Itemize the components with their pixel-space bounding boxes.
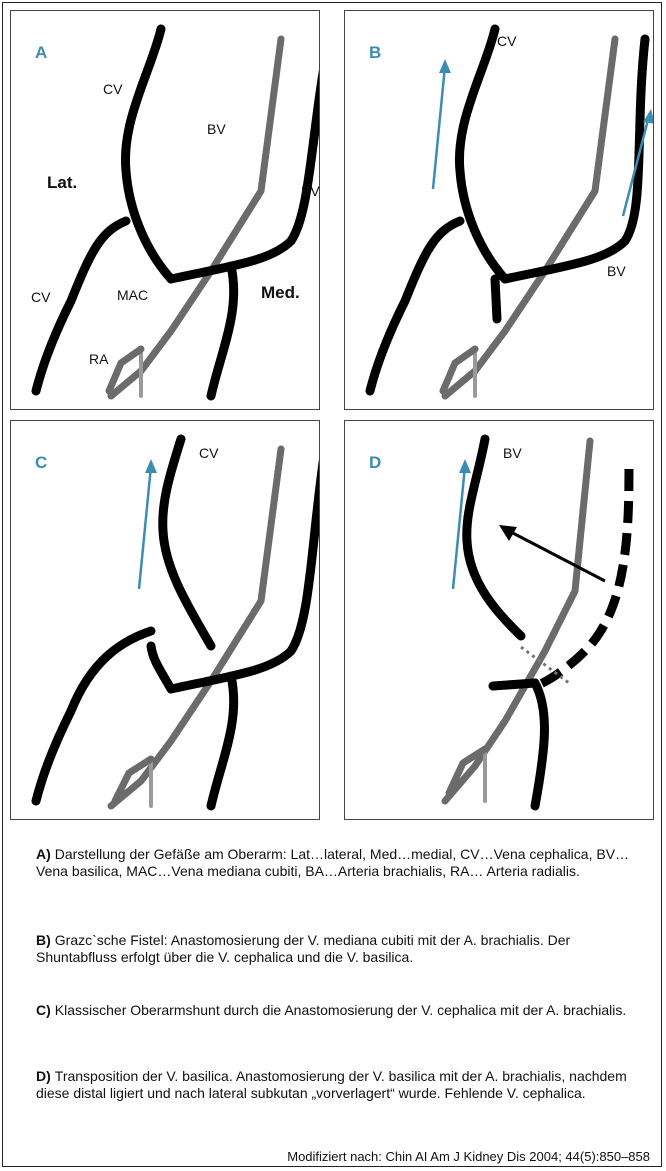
caption-c: C)Klassischer Oberarmshunt durch die Ana… [36,1002,648,1019]
caption-b: B)Grazc`sche Fistel: Anastomosierung der… [36,932,648,966]
lateral-cephalic-vein [36,631,151,801]
panel-b: B CV BV [344,10,654,410]
panel-c-diagram [11,421,319,819]
caption-a: A)Darstellung der Gefäße am Oberarm: Lat… [36,846,648,880]
source-note: Modifiziert nach: Chin AI Am J Kidney Di… [287,1149,650,1164]
caption-key: C) [36,1002,51,1018]
basilic-vein [171,39,319,279]
flow-arrowhead [459,459,471,473]
basilic-vein [151,449,319,689]
panel-a-diagram [11,11,319,409]
label-bv-right: BV [301,183,320,199]
flow-arrow-cephalic [433,66,445,189]
flow-arrow-cephalic [139,466,151,589]
flow-arrowhead-cephalic [439,59,451,73]
panel-b-diagram [345,11,653,409]
panel-d: D BV [344,420,654,820]
basilic-vein [505,39,645,279]
cephalic-vein [163,439,211,646]
medial-vein [211,676,234,806]
caption-key: B) [36,932,51,948]
label-cv-top: CV [497,33,516,49]
transposed-basilic-vein [467,439,521,636]
lateral-cephalic-vein [370,221,460,391]
label-bv-top: BV [503,445,522,461]
caption-text: Klassischer Oberarmshunt durch die Anast… [55,1002,626,1018]
label-cv-top: CV [103,81,122,97]
label-cv-left: CV [31,289,50,305]
anastomosis [495,279,497,319]
label-cv-top: CV [199,445,218,461]
caption-d: D)Transposition der V. basilica. Anastom… [36,1068,648,1102]
medial-vein [211,266,234,396]
panel-b-letter: B [369,43,381,63]
cephalic-vein [125,29,171,279]
panel-d-diagram [345,421,653,819]
caption-key: A) [36,846,51,862]
label-bv-mid: BV [207,121,226,137]
panel-c-letter: C [35,453,47,473]
lateral-cephalic-vein [36,221,126,391]
caption-text: Grazc`sche Fistel: Anastomosierung der V… [36,932,570,965]
label-ra: RA [89,351,108,367]
label-med: Med. [261,283,300,303]
brachial-artery [445,441,590,801]
label-lat: Lat. [47,173,77,193]
panel-a-letter: A [35,43,47,63]
label-bv-right: BV [607,263,626,279]
panel-d-letter: D [369,453,381,473]
caption-key: D) [36,1068,51,1084]
caption-text: Transposition der V. basilica. Anastomos… [36,1068,627,1101]
panel-a: A CV BV BV Lat. CV MAC Med. RA [10,10,320,410]
transposition-arrow [509,531,605,581]
flow-arrowhead-cephalic [145,459,157,473]
panel-c: C CV [10,420,320,820]
label-mac: MAC [117,287,148,303]
caption-text: Darstellung der Gefäße am Oberarm: Lat…l… [36,846,629,879]
cephalic-vein [459,29,505,279]
